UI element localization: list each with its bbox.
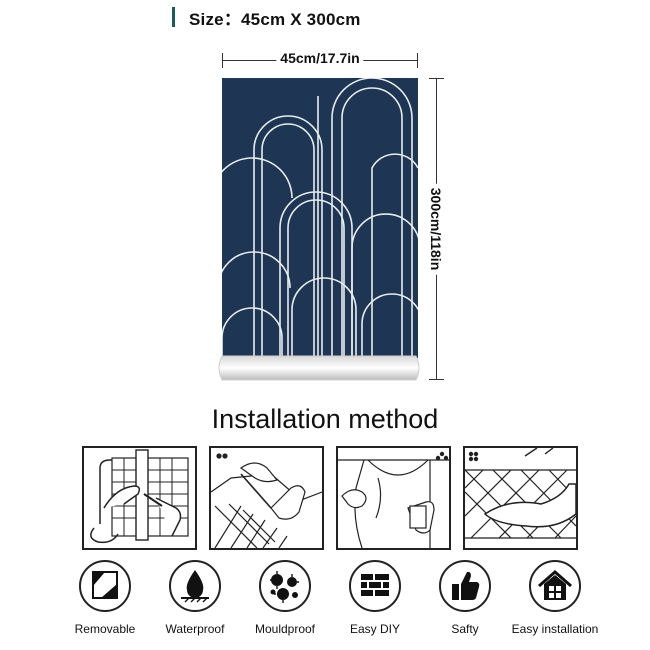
thumbs-up-icon xyxy=(439,560,491,612)
section-heading: Installation method xyxy=(211,404,439,434)
feature-label-removable: Removable xyxy=(74,622,136,636)
step-align-top xyxy=(336,446,451,550)
feature-label-easy-installation: Easy installation xyxy=(511,622,599,636)
peel-corner-icon xyxy=(79,560,131,612)
feature-mouldproof: Mouldproof xyxy=(240,560,330,636)
step-peel-backing xyxy=(209,446,324,550)
feature-label-easy-diy: Easy DIY xyxy=(349,622,400,636)
feature-label-waterproof: Waterproof xyxy=(165,622,225,636)
step-smooth-out xyxy=(463,446,578,550)
height-label: 300cm/118in xyxy=(428,183,444,275)
wallpaper-panel xyxy=(222,78,418,358)
feature-label-mouldproof: Mouldproof xyxy=(254,622,316,636)
align-icon xyxy=(338,451,449,548)
width-label: 45cm/17.7in xyxy=(276,50,364,66)
size-text: Size：45cm X 300cm xyxy=(189,9,361,29)
peel-icon xyxy=(211,453,322,548)
wallpaper-roll xyxy=(216,352,422,384)
house-icon xyxy=(529,560,581,612)
brick-wall-icon xyxy=(349,560,401,612)
water-drop-icon xyxy=(169,560,221,612)
accent-bar xyxy=(172,7,175,27)
arch-pattern xyxy=(222,78,418,358)
feature-easy-diy: Easy DIY xyxy=(330,560,420,636)
mould-icon xyxy=(259,560,311,612)
hand-cutter-icon xyxy=(90,449,189,544)
height-dimension: 300cm/118in xyxy=(424,78,448,380)
feature-waterproof: Waterproof xyxy=(150,560,240,636)
feature-removable: Removable xyxy=(60,560,150,636)
installation-steps xyxy=(82,446,580,552)
feature-safty: Safty xyxy=(420,560,510,636)
feature-list: Removable Waterproof Mouldproof xyxy=(60,560,600,640)
step-measure-and-cut xyxy=(82,446,197,550)
width-dimension: 45cm/17.7in xyxy=(222,50,418,70)
size-spec: Size：45cm X 300cm xyxy=(172,6,361,29)
smooth-hand-icon xyxy=(465,448,576,539)
feature-label-safty: Safty xyxy=(451,622,479,636)
feature-easy-installation: Easy installation xyxy=(510,560,600,636)
